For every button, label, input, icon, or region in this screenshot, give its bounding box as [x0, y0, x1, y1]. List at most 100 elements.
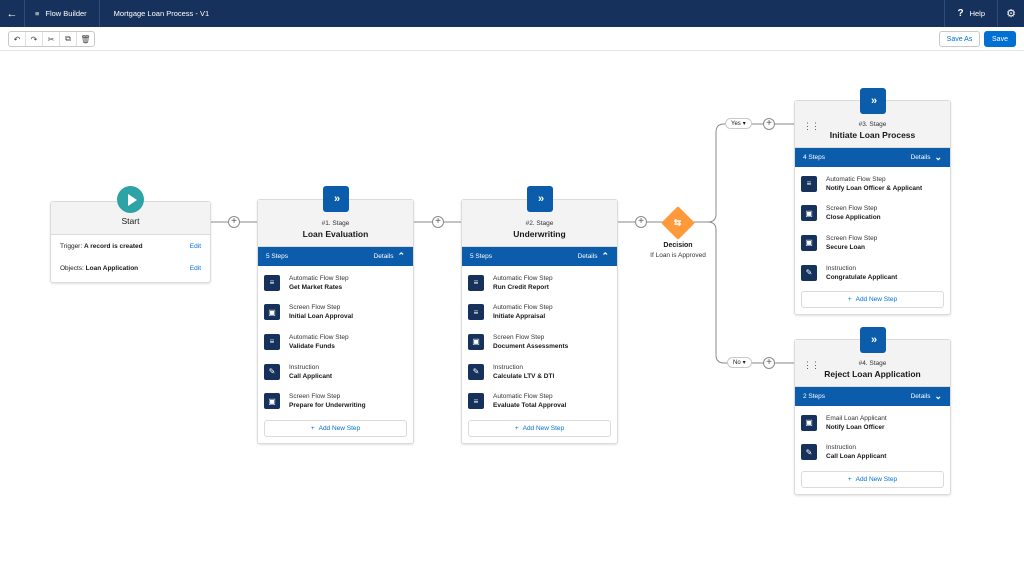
add-new-step-button[interactable]: +Add New Step [801, 471, 944, 489]
step-type: Instruction [826, 264, 856, 272]
add-element-button[interactable]: + [763, 357, 775, 369]
details-toggle: Details⌄ [911, 152, 942, 163]
auto-flow-icon: ≡ [468, 304, 484, 321]
step-type: Instruction [826, 444, 856, 452]
redo-button[interactable]: ↷ [26, 32, 43, 46]
step-type: Automatic Flow Step [826, 175, 886, 183]
cut-icon: ✂ [47, 34, 55, 44]
stage-name: Initiate Loan Process [829, 130, 916, 140]
stage-details-bar[interactable]: 5 Steps Details⌃ [258, 247, 413, 266]
save-button[interactable]: Save [984, 31, 1016, 47]
undo-button[interactable]: ↶ [9, 32, 26, 46]
cut-button[interactable]: ✂ [43, 32, 60, 46]
stage-chevrons-icon: » [527, 186, 553, 212]
add-element-button[interactable]: + [763, 118, 775, 130]
step-type: Automatic Flow Step [493, 274, 553, 282]
auto-flow-icon: ≡ [468, 393, 484, 410]
step-type: Email Loan Applicant [826, 414, 887, 422]
edit-trigger-link[interactable]: Edit [189, 242, 201, 250]
step-name: Secure Loan [826, 243, 866, 251]
back-button[interactable]: ← [0, 0, 25, 27]
help-button[interactable]: ? Help [944, 0, 997, 27]
instruction-icon: ✎ [468, 363, 484, 380]
caret-down-icon: ▾ [742, 121, 746, 127]
save-as-button[interactable]: Save As [939, 31, 980, 47]
add-new-step-button[interactable]: +Add New Step [468, 419, 611, 437]
stage-underwriting[interactable]: #2. Stage Underwriting 5 Steps Details⌃ … [461, 199, 618, 444]
app-header: ← ≡ Flow Builder Mortgage Loan Process -… [0, 0, 1024, 27]
steps-count: 5 Steps [266, 253, 289, 260]
start-icon [117, 186, 144, 213]
help-icon: ? [957, 8, 964, 19]
step-type: Automatic Flow Step [493, 393, 553, 401]
settings-button[interactable]: ⚙ [997, 0, 1024, 27]
no-branch-tag[interactable]: No▾ [727, 357, 752, 368]
step-name: Notify Loan Officer & Applicant [826, 184, 923, 192]
decision-element[interactable]: ⇆ [661, 206, 695, 240]
edit-objects-link[interactable]: Edit [189, 264, 201, 272]
copy-button[interactable]: ⧉ [60, 32, 77, 46]
add-element-button[interactable]: + [635, 216, 647, 228]
app-launcher[interactable]: ≡ Flow Builder [25, 0, 100, 27]
drag-handle-icon[interactable]: ⋮⋮ [803, 121, 820, 131]
flow-builder-icon: ≡ [35, 9, 40, 18]
undo-icon: ↶ [13, 34, 21, 44]
stage-details-bar[interactable]: 4 Steps Details⌄ [795, 148, 950, 167]
objects-value: Loan Application [85, 264, 139, 272]
stage-number: #4. Stage [858, 360, 887, 367]
start-objects-row: Objects: Loan Application Edit [51, 257, 210, 279]
step-name: Close Application [826, 214, 881, 222]
screen-flow-icon: ▣ [801, 234, 817, 251]
step-name: Calculate LTV & DTI [493, 372, 555, 380]
stage-name: Underwriting [513, 229, 566, 239]
details-toggle: Details⌄ [911, 391, 942, 402]
stage-chevrons-icon: » [323, 186, 349, 212]
step-name: Document Assessments [493, 342, 569, 350]
help-label: Help [969, 9, 985, 18]
stage-details-bar[interactable]: 5 Steps Details⌃ [462, 247, 617, 266]
stage-name: Reject Loan Application [824, 369, 921, 379]
stage-reject-loan-application[interactable]: ⋮⋮ #4. Stage Reject Loan Application 2 S… [794, 339, 951, 496]
step-name: Run Credit Report [493, 283, 549, 291]
steps-count: 2 Steps [803, 393, 826, 400]
drag-handle-icon[interactable]: ⋮⋮ [803, 360, 820, 370]
stage-chevrons-icon: » [860, 327, 886, 353]
start-element[interactable]: Start Trigger: A record is created Edit … [50, 201, 211, 283]
auto-flow-icon: ≡ [468, 274, 484, 291]
stage-name: Loan Evaluation [302, 229, 369, 239]
stage-loan-evaluation[interactable]: #1. Stage Loan Evaluation 5 Steps Detail… [257, 199, 414, 444]
stage-details-bar[interactable]: 2 Steps Details⌄ [795, 387, 950, 406]
add-new-step-button[interactable]: +Add New Step [801, 291, 944, 309]
plus-icon: + [514, 424, 519, 432]
auto-flow-icon: ≡ [264, 274, 280, 291]
redo-icon: ↷ [30, 34, 38, 44]
delete-button[interactable]: 🗑 [77, 32, 94, 46]
add-element-button[interactable]: + [432, 216, 444, 228]
step-type: Instruction [289, 363, 319, 371]
instruction-icon: ✎ [264, 363, 280, 380]
add-new-step-button[interactable]: +Add New Step [264, 419, 407, 437]
stage-initiate-loan-process[interactable]: ⋮⋮ #3. Stage Initiate Loan Process 4 Ste… [794, 100, 951, 316]
add-element-button[interactable]: + [228, 216, 240, 228]
step-type: Screen Flow Step [826, 234, 878, 242]
yes-branch-tag[interactable]: Yes▾ [725, 118, 752, 129]
stage-number: #1. Stage [321, 220, 350, 227]
